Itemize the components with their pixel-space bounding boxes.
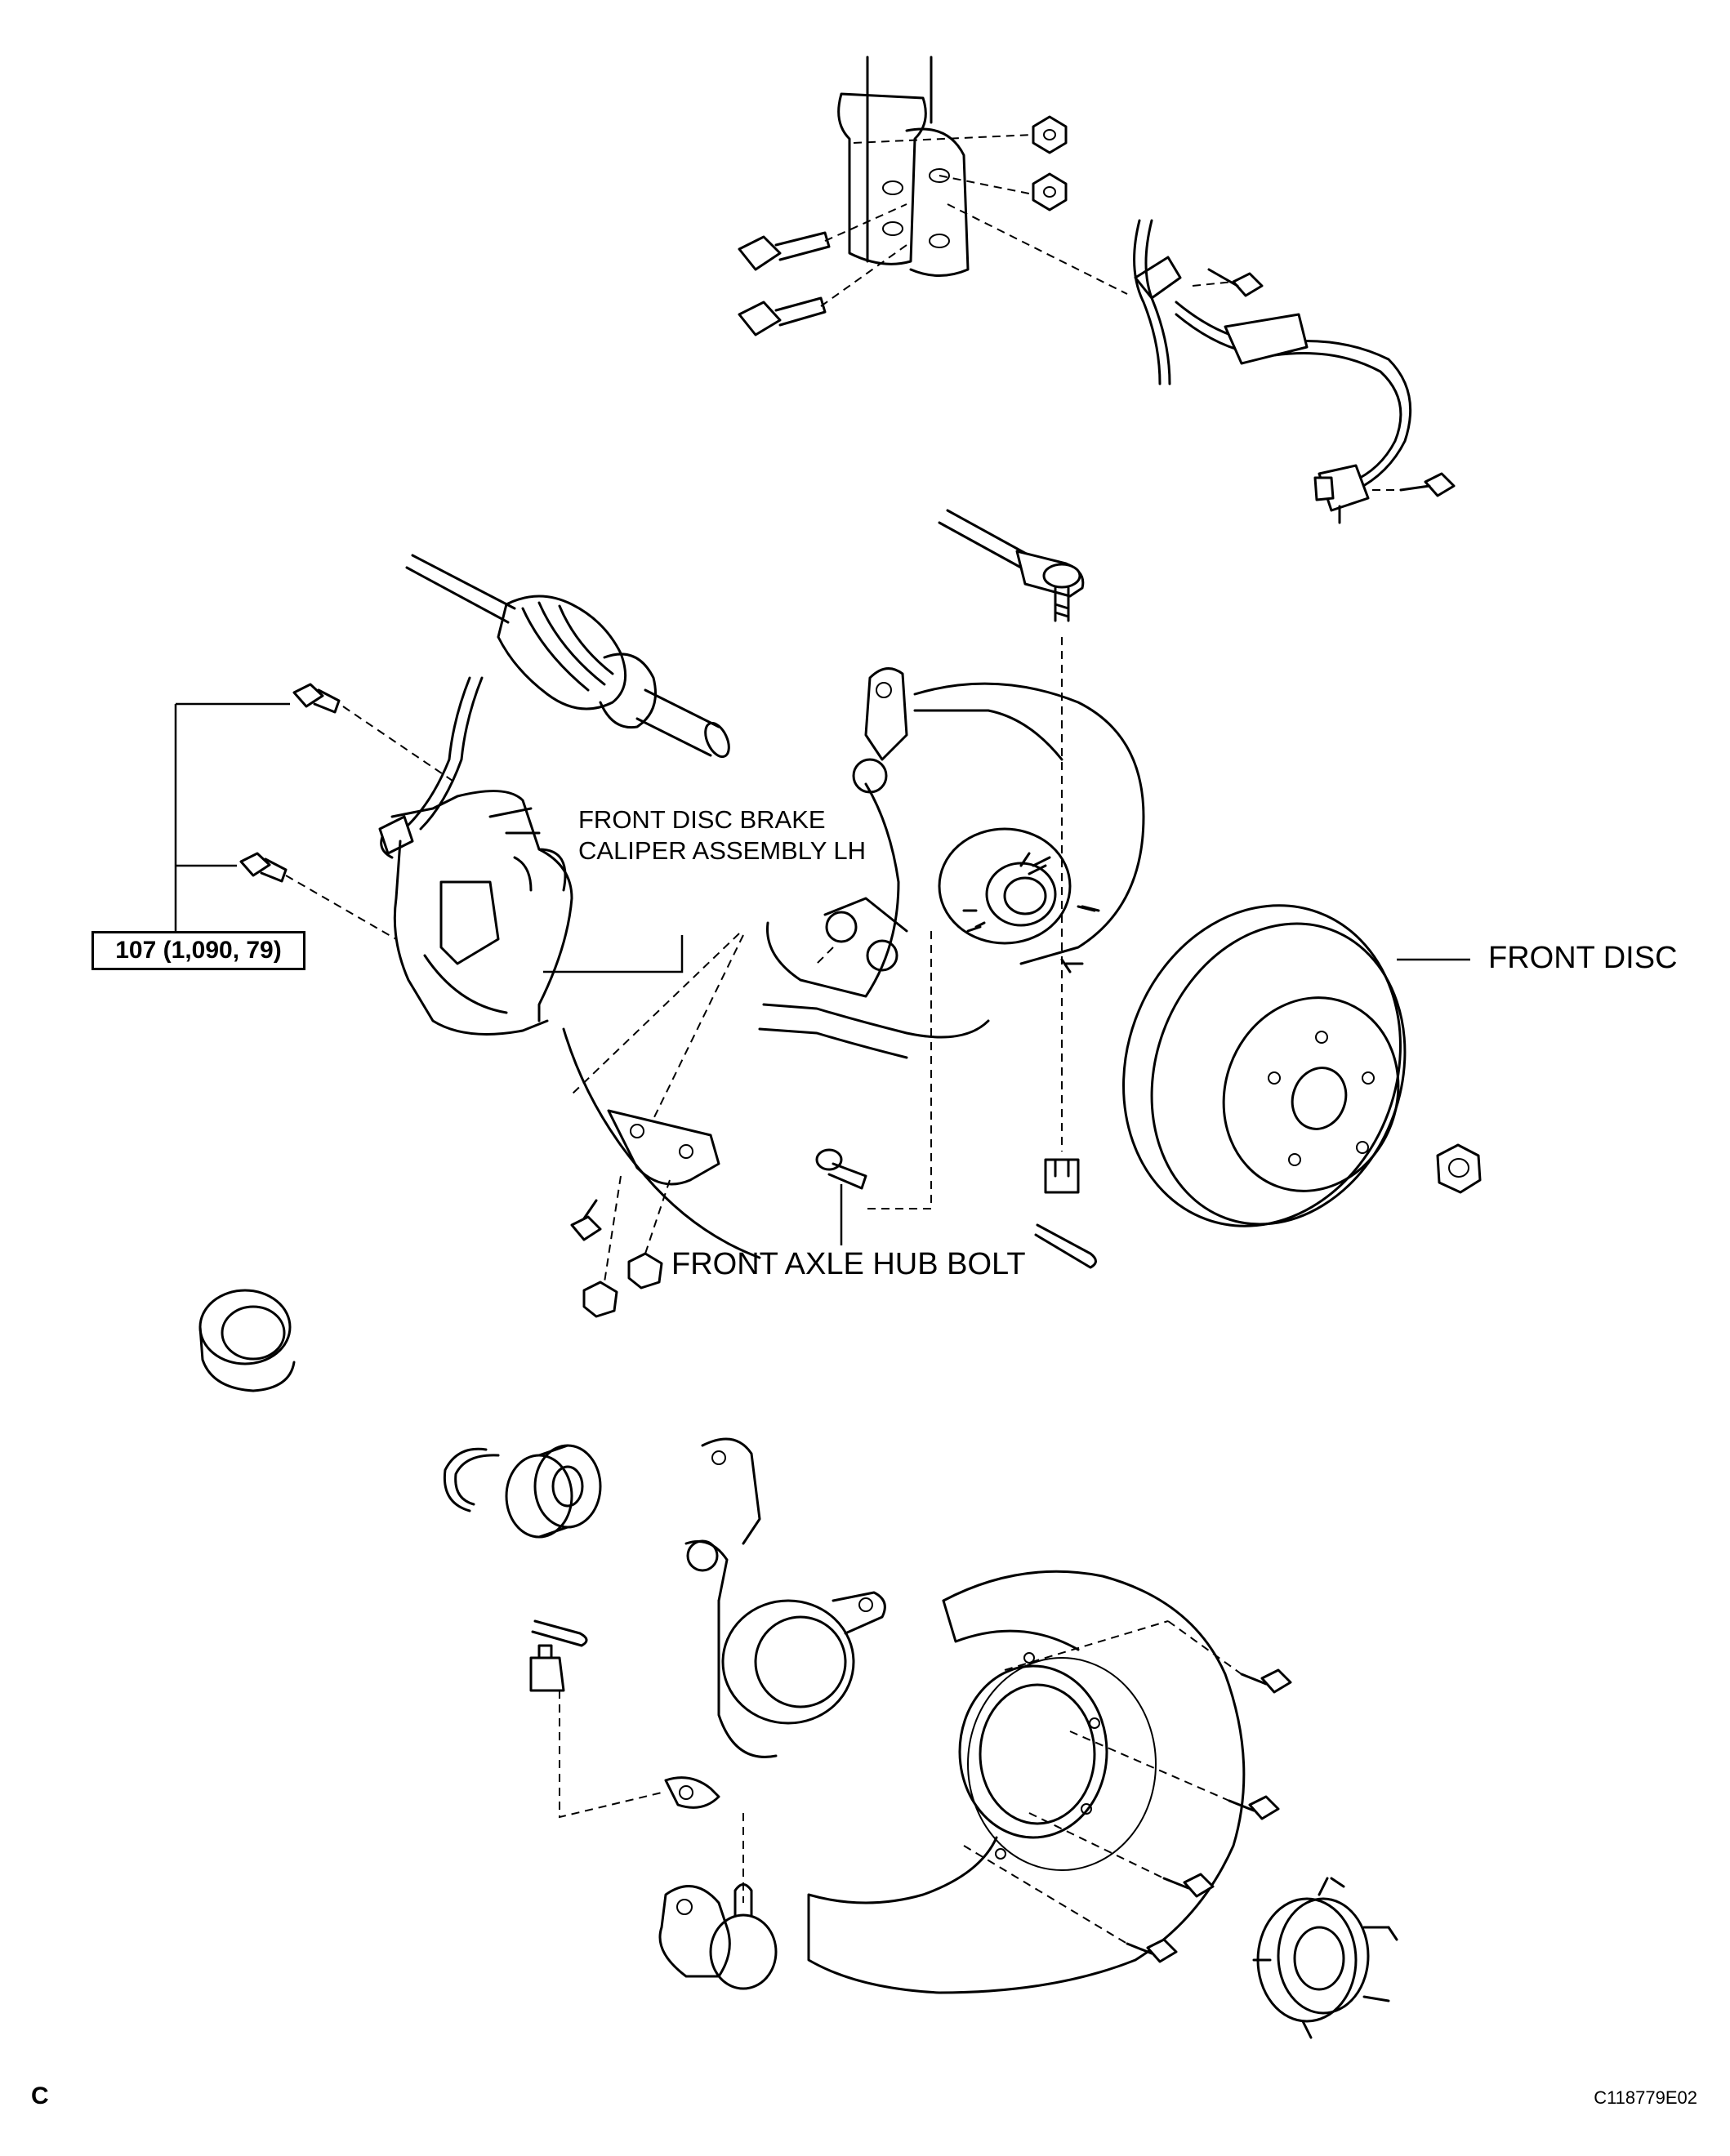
corner-letter: C (31, 2082, 49, 2109)
hub-bolt-label: FRONT AXLE HUB BOLT (671, 1247, 1026, 1281)
shock-absorber-strut (837, 56, 970, 277)
tie-rod-castle-nut (1044, 1158, 1080, 1194)
plate-nut-b (627, 1252, 663, 1290)
dust-cover-bolt-3 (1162, 1873, 1215, 1898)
strut-bolt-upper (738, 231, 831, 271)
drive-shaft (405, 554, 730, 759)
brake-disc-rotor (1122, 904, 1407, 1227)
lower-ball-joint (658, 1883, 778, 1990)
steering-knuckle (664, 1437, 886, 1809)
abs-speed-sensor (1313, 464, 1370, 524)
caliper-bolt-upper (292, 683, 341, 714)
abs-bracket-bolt (1207, 268, 1264, 297)
torque-spec-box: 107 (1,090, 79) (91, 931, 305, 970)
strut-nut-lower (1032, 172, 1068, 212)
front-axle-hub (1252, 1877, 1398, 2039)
caliper-label-line1: FRONT DISC BRAKE (578, 805, 826, 834)
plate-bolt-a (570, 1199, 602, 1241)
hub-nut (1436, 1143, 1482, 1194)
knuckle-cotter-pin (531, 1619, 588, 1647)
front-axle-hub-bolt (815, 1148, 867, 1190)
tie-rod-end (938, 509, 1085, 622)
caliper-bolt-lower (239, 852, 288, 883)
front-disc-label: FRONT DISC (1488, 941, 1678, 975)
abs-sensor-harness (1133, 219, 1412, 492)
figure-code: C118779E02 (1594, 2087, 1697, 2108)
dust-cover-bolt-4 (1126, 1938, 1178, 1963)
cotter-pin (1034, 1223, 1097, 1269)
caliper-label-line2: CALIPER ASSEMBLY LH (578, 836, 867, 865)
plate-nut-a (582, 1281, 618, 1318)
dust-cover-bolt-1 (1240, 1668, 1292, 1694)
abs-sensor-bolt (1399, 472, 1456, 497)
hub-bearing (505, 1444, 602, 1539)
steering-knuckle-assembly (758, 667, 1145, 1059)
dust-cover-bolt-2 (1228, 1795, 1280, 1820)
dust-seal-ring (198, 1289, 296, 1392)
disc-brake-dust-cover (807, 1570, 1246, 1994)
snap-ring (443, 1447, 500, 1512)
brake-caliper (378, 676, 573, 1036)
knuckle-castle-nut (529, 1644, 565, 1692)
strut-bolt-lower (738, 296, 827, 336)
strut-nut-upper (1032, 115, 1068, 154)
